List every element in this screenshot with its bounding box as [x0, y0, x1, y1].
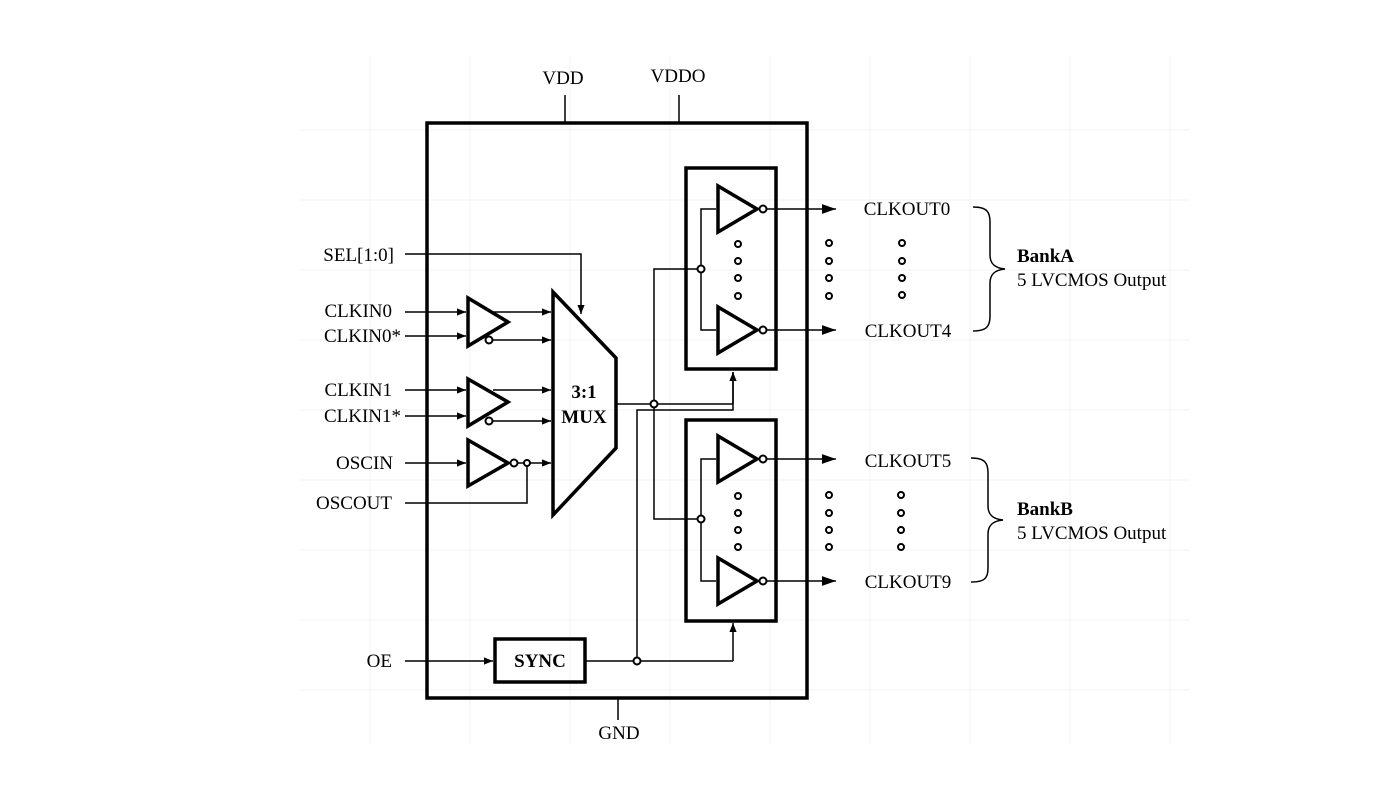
clkin0n-label: CLKIN0*: [324, 326, 401, 347]
mux-label-bottom: MUX: [561, 407, 607, 428]
bank-a-block: [684, 166, 778, 371]
bank-b-block: [684, 418, 778, 623]
bank-b-brace: [970, 457, 1004, 583]
background-grid: [300, 55, 1190, 745]
oscillator-inverter: [466, 436, 512, 490]
clkin0-label: CLKIN0: [324, 301, 392, 322]
bank-a-name: BankA: [1017, 246, 1074, 267]
gnd-label: GND: [598, 723, 639, 744]
oscout-label: OSCOUT: [316, 493, 392, 514]
oe-label: OE: [367, 651, 392, 672]
bank-b-driver-5: [716, 432, 761, 486]
oscin-label: OSCIN: [336, 453, 393, 474]
sel-label: SEL[1:0]: [323, 245, 394, 266]
bank-a-driver-0: [716, 182, 761, 236]
mux-label-top: 3:1: [571, 382, 596, 403]
sync-label: SYNC: [514, 651, 566, 672]
bank-b-driver-9: [716, 554, 761, 608]
bank-b-desc: 5 LVCMOS Output: [1017, 523, 1167, 544]
clkout4-label: CLKOUT4: [865, 321, 952, 342]
bank-a-desc: 5 LVCMOS Output: [1017, 270, 1167, 291]
clkin1-receiver: [466, 375, 512, 430]
clkin1-label: CLKIN1: [324, 380, 392, 401]
clkout9-label: CLKOUT9: [865, 572, 952, 593]
clkout5-label: CLKOUT5: [865, 451, 952, 472]
bank-a-brace: [972, 206, 1006, 332]
clkin1n-label: CLKIN1*: [324, 406, 401, 427]
chip-outline: [425, 121, 809, 700]
bank-a-driver-4: [716, 303, 761, 357]
bank-b-name: BankB: [1017, 499, 1073, 520]
vdd-label: VDD: [542, 68, 583, 89]
clkout0-label: CLKOUT0: [864, 199, 951, 220]
clkin0-receiver: [466, 294, 512, 350]
mux-block: [551, 287, 618, 520]
vddo-label: VDDO: [651, 66, 706, 87]
